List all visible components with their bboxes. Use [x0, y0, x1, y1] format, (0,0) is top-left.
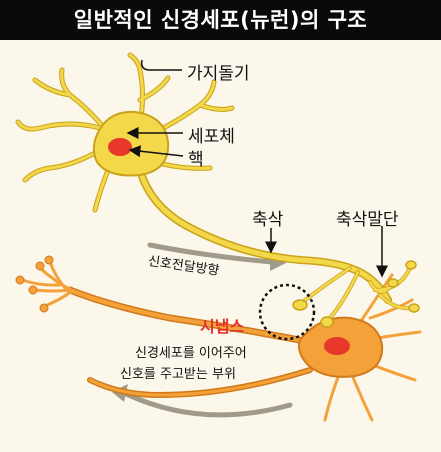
dendrite-label: 가지돌기	[187, 64, 250, 84]
neuron-diagram: 가지돌기 세포체 핵 축삭 축삭말단 신호전달방향 시냅스 신경세포를 이어주어…	[0, 40, 441, 452]
first-nucleus	[108, 138, 132, 156]
synapse-label: 시냅스	[200, 317, 245, 336]
axon-terminal-label: 축삭말단	[336, 210, 399, 230]
neuron-illustration	[15, 52, 422, 422]
page-title: 일반적인 신경세포(뉴런)의 구조	[73, 8, 368, 32]
cell-body-label: 세포체	[188, 127, 235, 147]
second-nucleus	[324, 337, 350, 355]
direction-arrow-icon	[147, 242, 275, 265]
second-neuron	[15, 255, 422, 422]
direction-arrow-lower-icon	[119, 389, 293, 418]
nucleus-label: 핵	[188, 150, 204, 170]
title-bar: 일반적인 신경세포(뉴런)의 구조	[0, 0, 441, 40]
synapse-description-line1: 신경세포를 이어주어	[135, 346, 247, 361]
pointer-arrows	[126, 59, 388, 278]
axon-label: 축삭	[252, 210, 284, 230]
axon-terminal-knobs	[292, 260, 420, 328]
synapse-dotted-circle-icon	[258, 283, 316, 341]
synapse-description-line2: 신호를 주고받는 부위	[120, 367, 236, 382]
